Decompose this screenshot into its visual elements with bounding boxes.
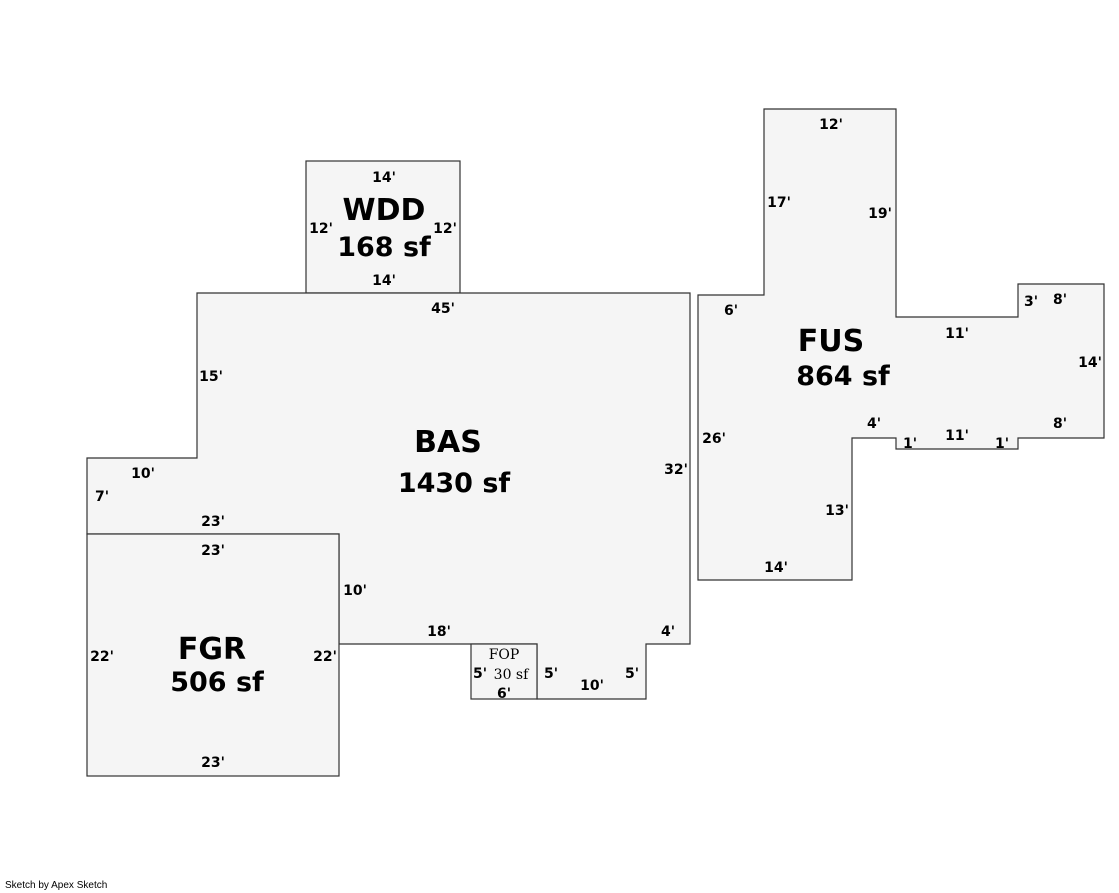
- dim-fgr-top: 23': [201, 543, 225, 559]
- dim-bas-left-lower: 7': [95, 489, 109, 505]
- dim-bas-notch-side: 5': [625, 666, 639, 682]
- dim-wdd-right: 12': [433, 221, 457, 237]
- dim-bas-step: 10': [131, 466, 155, 482]
- dim-fus-bottom: 14': [764, 560, 788, 576]
- dim-bas-bottom: 18': [427, 624, 451, 640]
- sketch-credit: Sketch by Apex Sketch: [5, 880, 108, 891]
- dim-fgr-right: 22': [313, 649, 337, 665]
- dim-bas-notch: 4': [661, 624, 675, 640]
- dim-fus-inner: 4': [867, 416, 881, 432]
- bas-sf-label: 1430 sf: [398, 468, 511, 499]
- fop-code-label: FOP: [489, 647, 520, 663]
- dim-wdd-top: 14': [372, 170, 396, 186]
- area-fop: [470, 643, 538, 700]
- dim-fus-jog-left: 1': [903, 436, 917, 452]
- dim-bas-porch-side: 5': [544, 666, 558, 682]
- dim-fus-wing-end-top: 8': [1053, 292, 1067, 308]
- dim-fop-bottom: 6': [497, 686, 511, 702]
- bas-code-label: BAS: [414, 425, 482, 460]
- dim-fus-wing-top: 11': [945, 326, 969, 342]
- dim-fus-wing-end-bottom: 8': [1053, 416, 1067, 432]
- dim-fus-lower-right: 13': [825, 503, 849, 519]
- dim-fus-wing-end: 14': [1078, 355, 1102, 371]
- dim-bas-porch-bottom: 10': [580, 678, 604, 694]
- dim-fus-tower-left: 17': [767, 195, 791, 211]
- dim-bas-mid: 23': [201, 514, 225, 530]
- dim-fgr-left: 22': [90, 649, 114, 665]
- fus-sf-label: 864 sf: [796, 361, 890, 392]
- area-fus: [697, 108, 1105, 581]
- dim-fus-wing-step: 3': [1024, 294, 1038, 310]
- dim-wdd-bottom: 14': [372, 273, 396, 289]
- dim-wdd-left: 12': [309, 221, 333, 237]
- area-fgr: [86, 533, 340, 777]
- dim-fus-left: 26': [702, 431, 726, 447]
- dim-fop-left: 5': [473, 666, 487, 682]
- fgr-sf-label: 506 sf: [170, 667, 264, 698]
- dim-bas-top: 45': [431, 301, 455, 317]
- fus-code-label: FUS: [798, 324, 864, 359]
- fgr-code-label: FGR: [178, 632, 246, 667]
- dim-fus-wing-bottom: 11': [945, 428, 969, 444]
- wdd-sf-label: 168 sf: [337, 232, 431, 263]
- dim-bas-left-upper: 15': [199, 369, 223, 385]
- dim-bas-garage-side: 10': [343, 583, 367, 599]
- dim-fus-step: 6': [724, 303, 738, 319]
- area-wdd: [305, 160, 461, 294]
- dim-fus-tower-right: 19': [868, 206, 892, 222]
- dim-fus-jog-right: 1': [995, 436, 1009, 452]
- dim-bas-right: 32': [664, 462, 688, 478]
- dim-fus-top: 12': [819, 117, 843, 133]
- wdd-code-label: WDD: [343, 193, 426, 228]
- dim-fgr-bottom: 23': [201, 755, 225, 771]
- fop-sf-label: 30 sf: [494, 667, 530, 683]
